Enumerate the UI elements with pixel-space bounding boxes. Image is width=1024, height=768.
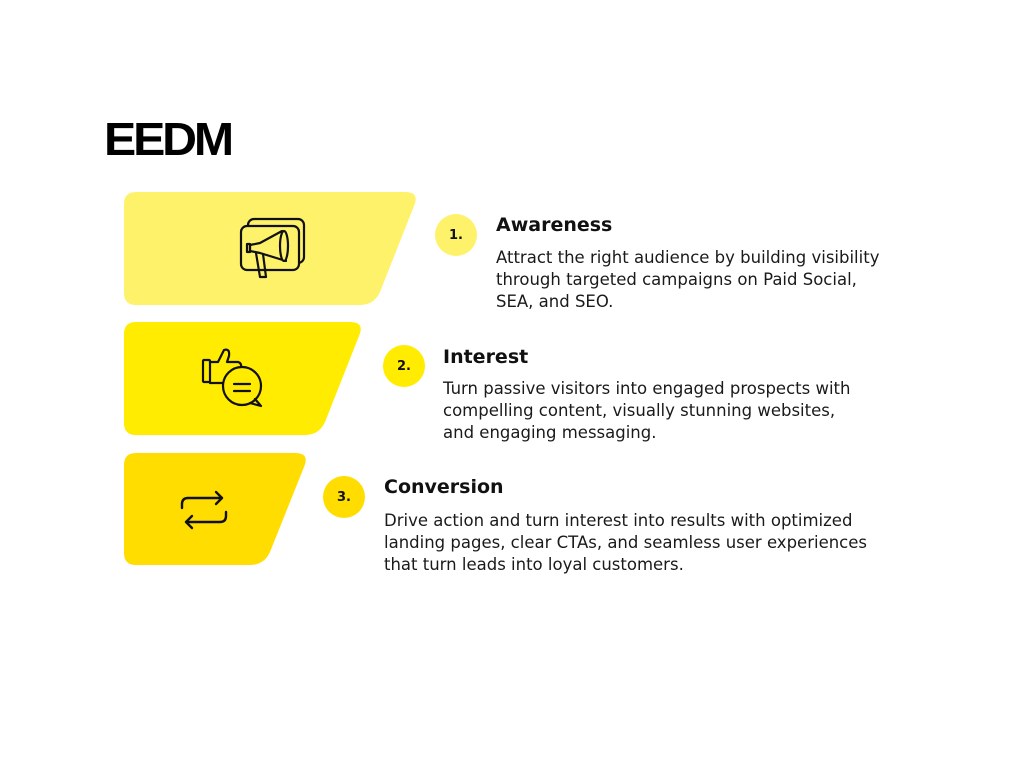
step-description-interest: Turn passive visitors into engaged prosp… [443,379,851,442]
step-number-badge: 1. [435,214,477,256]
brand-logo: EEDM [104,113,234,165]
step-title-awareness: Awareness [496,214,613,236]
step-title-interest: Interest [443,346,529,368]
step-description-awareness: Attract the right audience by building v… [496,248,880,311]
step-description-conversion: Drive action and turn interest into resu… [384,511,867,574]
step-number-badge: 3. [323,476,365,518]
repeat-arrows-icon [178,488,230,536]
thumbs-up-chat-icon [200,346,268,416]
step-title-conversion: Conversion [384,476,504,498]
step-number-badge: 2. [383,345,425,387]
megaphone-icon [238,217,308,289]
